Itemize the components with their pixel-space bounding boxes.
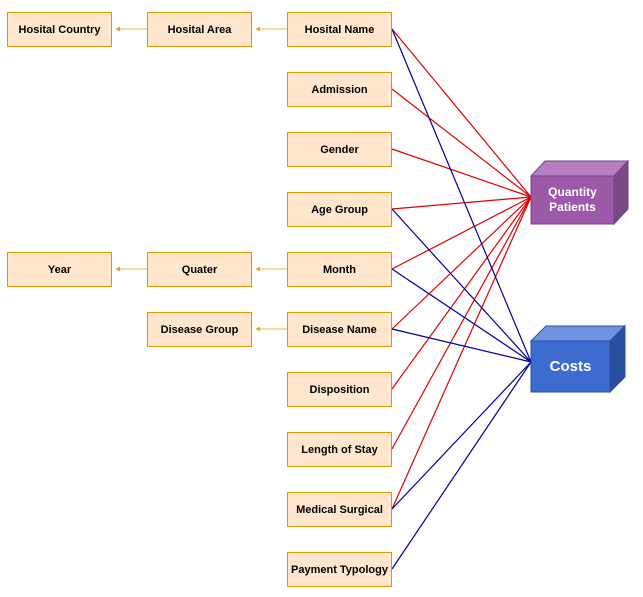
- quarter-box: Quater: [147, 252, 252, 287]
- hospital-country-box: Hosital Country: [7, 12, 112, 47]
- quantity-patients-label: Quantity Patients: [548, 185, 597, 214]
- hospital-name-box: Hosital Name: [287, 12, 392, 47]
- quantity-patients-cube: [529, 159, 630, 226]
- year-box: Year: [7, 252, 112, 287]
- payment-typology-box: Payment Typology: [287, 552, 392, 587]
- link-payment-typology-costs: [391, 361, 532, 570]
- disease-group-box: Disease Group: [147, 312, 252, 347]
- link-age-group-costs: [391, 208, 532, 363]
- link-gender-quantity: [391, 148, 532, 198]
- costs-label: Costs: [549, 358, 592, 375]
- medical-surgical-box: Medical Surgical: [287, 492, 392, 527]
- hospital-area-box: Hosital Area: [147, 12, 252, 47]
- admission-box: Admission: [287, 72, 392, 107]
- link-medical-surgical-quantity: [391, 196, 532, 510]
- costs-cube: [529, 324, 627, 394]
- disease-name-box: Disease Name: [287, 312, 392, 347]
- link-disease-name-costs: [391, 328, 532, 363]
- month-box: Month: [287, 252, 392, 287]
- link-hospital-name-costs: [391, 28, 532, 363]
- link-disposition-quantity: [391, 196, 532, 390]
- link-length-of-stay-quantity: [391, 196, 532, 450]
- age-group-box: Age Group: [287, 192, 392, 227]
- link-month-quantity: [391, 196, 532, 270]
- length-of-stay-box: Length of Stay: [287, 432, 392, 467]
- gender-box: Gender: [287, 132, 392, 167]
- link-disease-name-quantity: [391, 196, 532, 330]
- link-age-group-quantity: [391, 196, 532, 210]
- link-medical-surgical-costs: [391, 361, 532, 510]
- disposition-box: Disposition: [287, 372, 392, 407]
- link-admission-quantity: [391, 88, 532, 198]
- link-month-costs: [391, 268, 532, 363]
- link-hospital-name-quantity: [391, 28, 532, 198]
